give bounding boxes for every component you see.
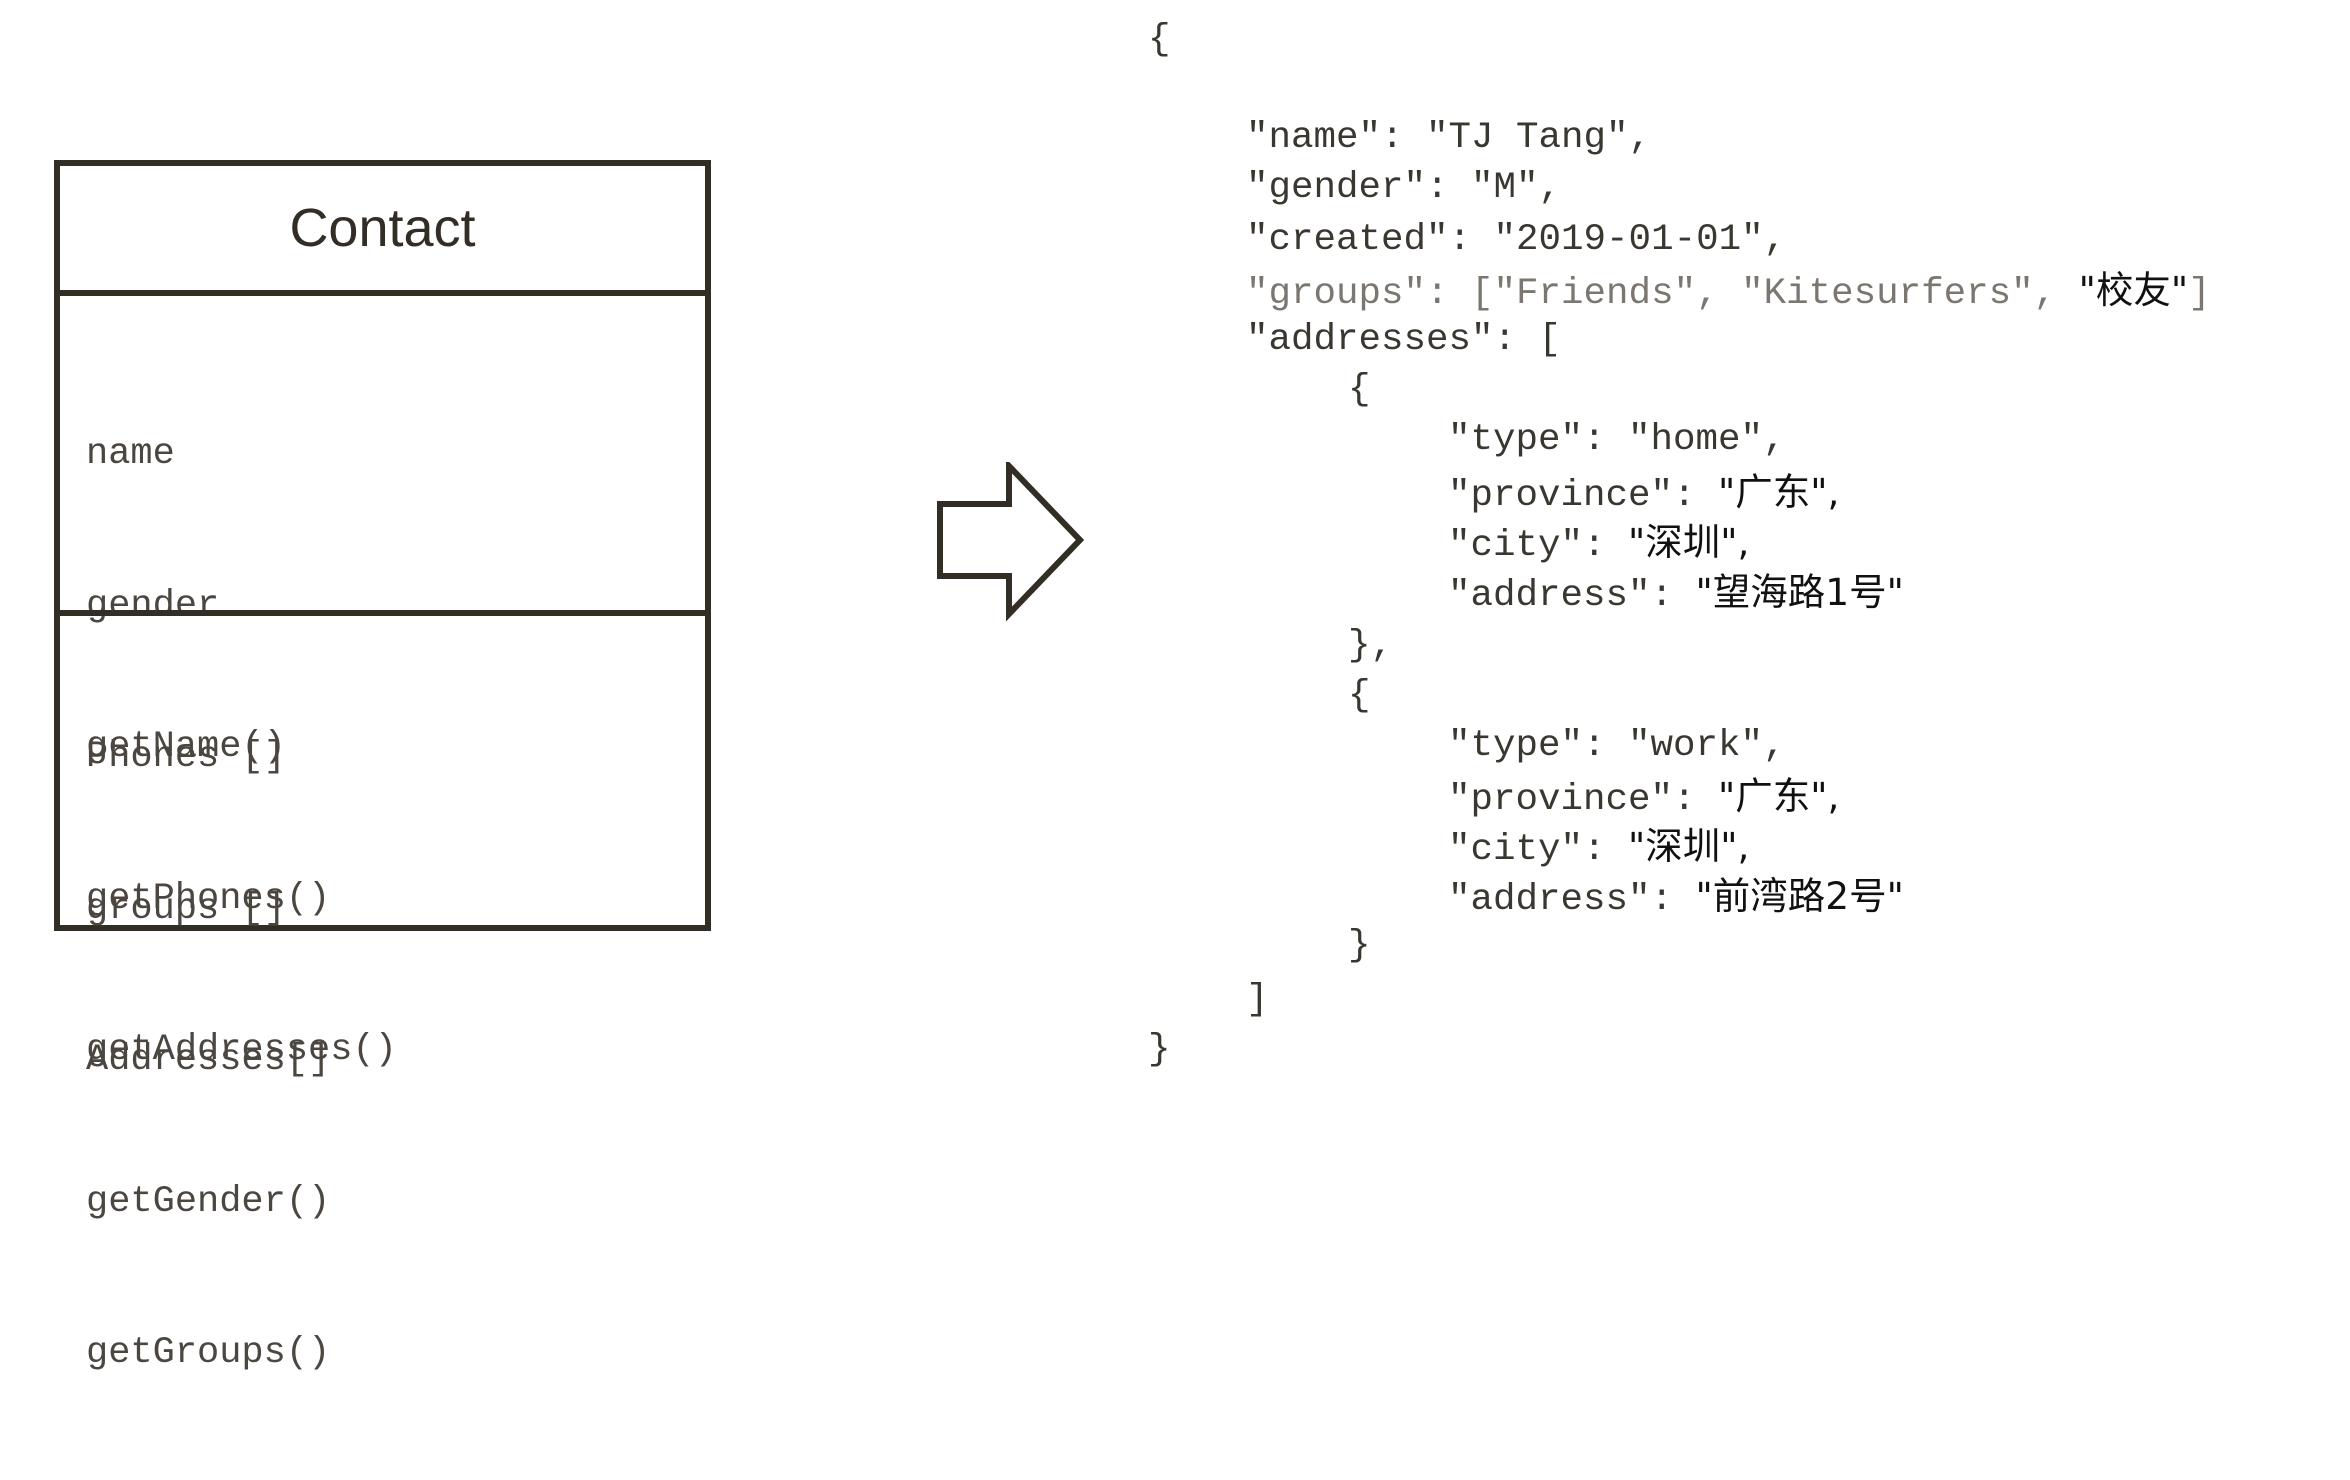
province-value: "广东", xyxy=(1718,470,1840,514)
json-addr1-type: "type": "home", xyxy=(1448,419,1786,461)
city-key: "city": xyxy=(1448,525,1629,567)
json-open-brace: { xyxy=(1148,19,1171,61)
province-key: "province": xyxy=(1448,475,1719,517)
address-key: "address": xyxy=(1448,575,1696,617)
json-addresses-close: ] xyxy=(1246,979,1269,1021)
attribute-item: Addresses[] xyxy=(86,1039,331,1081)
json-addr2-city: "city": "深圳", xyxy=(1448,827,1749,871)
attribute-item: gender xyxy=(86,584,220,627)
json-addr2-province: "province": "广东", xyxy=(1448,777,1839,821)
address-value: "前湾路2号" xyxy=(1695,874,1904,918)
right-arrow-icon xyxy=(937,462,1085,622)
json-addr2-open: { xyxy=(1348,675,1371,717)
json-addr2-close: } xyxy=(1348,925,1371,967)
city-key: "city": xyxy=(1448,829,1629,871)
address-key: "address": xyxy=(1448,879,1696,921)
json-addr1-city: "city": "深圳", xyxy=(1448,523,1749,567)
attribute-item: Phones [] xyxy=(86,736,286,778)
json-addr2-type: "type": "work", xyxy=(1448,725,1786,767)
json-addr1-address: "address": "望海路1号" xyxy=(1448,573,1904,617)
attribute-item: groups [] xyxy=(86,887,286,930)
method-item: getGender() xyxy=(86,1180,331,1223)
province-key: "province": xyxy=(1448,779,1719,821)
class-divider-bottom xyxy=(60,610,705,616)
address-value: "望海路1号" xyxy=(1695,570,1904,614)
json-created-line: "created": "2019-01-01", xyxy=(1246,219,1787,261)
class-name: Contact xyxy=(289,198,476,258)
method-item: getGroups() xyxy=(86,1332,331,1374)
city-value: "深圳", xyxy=(1628,824,1750,868)
method-item: getName() xyxy=(86,726,286,768)
json-addr1-province: "province": "广东", xyxy=(1448,473,1839,517)
city-value: "深圳", xyxy=(1628,520,1750,564)
method-item: getPhones() xyxy=(86,877,331,920)
json-addresses-open: "addresses": [ xyxy=(1246,319,1562,361)
json-addr1-open: { xyxy=(1348,369,1371,411)
groups-close: ] xyxy=(2188,273,2211,315)
attribute-list: name gender Phones [] groups [] Addresse… xyxy=(86,328,330,1187)
attribute-item: name xyxy=(86,433,175,475)
json-close-brace: } xyxy=(1148,1029,1171,1071)
class-divider-top xyxy=(60,290,705,296)
groups-text: "groups": ["Friends", "Kitesurfers", xyxy=(1246,273,2079,315)
province-value: "广东", xyxy=(1718,774,1840,818)
json-addr2-address: "address": "前湾路2号" xyxy=(1448,877,1904,921)
json-groups-line: "groups": ["Friends", "Kitesurfers", "校友… xyxy=(1246,271,2211,315)
json-addr1-close: }, xyxy=(1348,625,1394,667)
json-name-line: "name": "TJ Tang", xyxy=(1246,117,1652,159)
json-gender-line: "gender": "M", xyxy=(1246,167,1562,209)
method-item: getAddresses() xyxy=(86,1029,397,1071)
groups-cjk-value: "校友" xyxy=(2078,268,2189,312)
json-document: { "name": "TJ Tang", "gender": "M", "cre… xyxy=(1148,19,2211,1071)
